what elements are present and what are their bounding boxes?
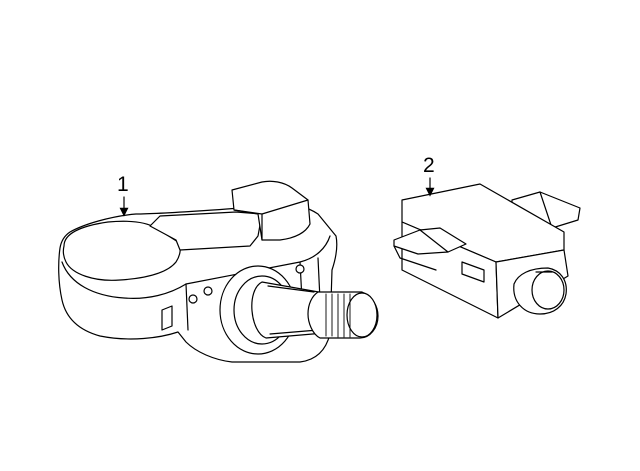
tire-pressure-sensor-icon[interactable] — [58, 180, 379, 363]
callout-number-1: 1 — [117, 173, 129, 196]
tpms-receiver-module-icon[interactable] — [393, 183, 581, 319]
callout-leader-2 — [425, 177, 435, 197]
callout-number-2: 2 — [423, 154, 435, 177]
callout-leader-1 — [119, 196, 129, 217]
